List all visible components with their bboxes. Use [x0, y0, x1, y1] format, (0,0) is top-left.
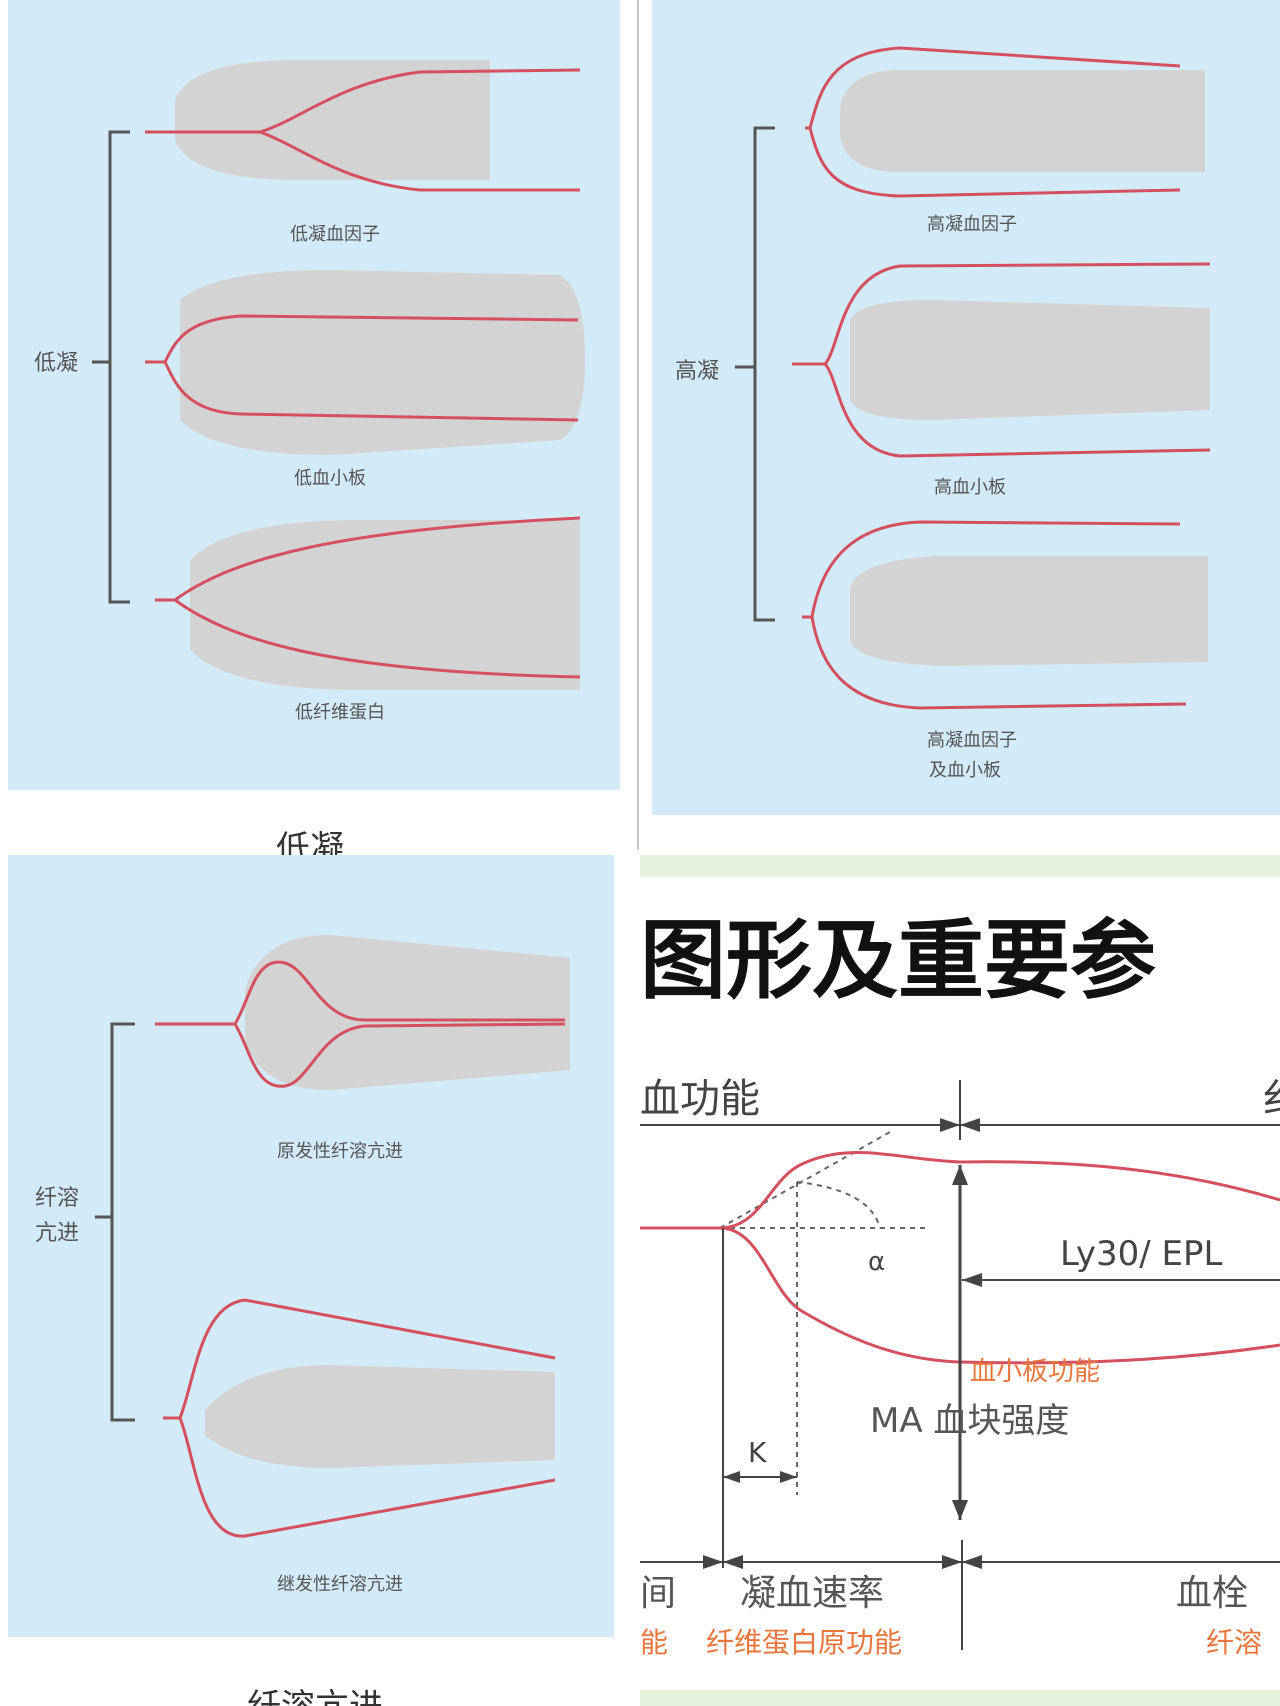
arrow-head: [780, 1471, 797, 1483]
panel-hyperfibrinolysis: 原发性纤溶亢进 继发性纤溶亢进 纤溶 亢进 纤溶亢进: [8, 855, 614, 1706]
curve-label-high-both-line1: 高凝血因子: [927, 730, 1017, 751]
arrow-head: [942, 1555, 962, 1569]
arrow-head: [723, 1555, 743, 1569]
panel-high-coagulation: 高凝血因子 高血小板 高凝血因子 及血小板 高凝: [652, 0, 1280, 815]
header-label-right: 纟: [1262, 1076, 1280, 1122]
curve-label-secondary: 继发性纤溶亢进: [277, 1574, 403, 1595]
group-bracket: [92, 130, 130, 604]
panel-reference-parameters: 图形及重要参 血功能 纟 Ly30/ EPL α 血小板功能 MA 血块强度: [640, 855, 1280, 1706]
ly30-label: Ly30/ EPL: [1060, 1234, 1222, 1274]
reference-title: 图形及重要参: [640, 911, 1156, 1011]
alpha-label: α: [868, 1247, 885, 1277]
teg-trace: [792, 262, 1211, 458]
group-label-low: 低凝: [34, 351, 78, 376]
teg-trace: [145, 68, 581, 192]
clot-shape: [180, 270, 585, 455]
arrow-head: [703, 1555, 723, 1569]
bottom-label-right: 血栓: [1176, 1573, 1248, 1614]
orange-label-right: 纤溶: [1206, 1626, 1262, 1659]
curve-label-low-fibrinogen: 低纤维蛋白: [295, 702, 385, 723]
clot-shape: [850, 300, 1210, 420]
clot-shape: [175, 60, 490, 180]
group-bracket: [735, 126, 775, 622]
clot-shape: [245, 935, 570, 1090]
curve-label-high-factor: 高凝血因子: [927, 214, 1017, 235]
header-label-left: 血功能: [640, 1076, 760, 1122]
ma-label: MA 血块强度: [870, 1401, 1069, 1441]
bottom-label-mid: 凝血速率: [740, 1573, 884, 1614]
clot-shape: [850, 556, 1208, 666]
arrow-head: [962, 1555, 982, 1569]
k-label: K: [748, 1436, 767, 1469]
group-label-fib-line2: 亢进: [35, 1221, 79, 1246]
reference-teg-trace: [640, 1151, 1280, 1365]
teg-trace: [802, 520, 1187, 710]
teg-trace: [163, 1298, 556, 1538]
curve-label-high-platelet: 高血小板: [934, 477, 1006, 498]
teg-trace: [805, 46, 1181, 198]
dashed-guides: [640, 1131, 925, 1495]
teg-trace: [155, 960, 566, 1088]
platelet-function-label: 血小板功能: [970, 1357, 1100, 1387]
group-bracket: [95, 1022, 135, 1422]
curve-label-high-both-line2: 及血小板: [929, 760, 1001, 781]
arrow-head: [952, 1165, 968, 1185]
curve-label-primary: 原发性纤溶亢进: [277, 1141, 403, 1162]
clot-shape: [205, 1365, 555, 1468]
panel-low-coagulation: 低凝血因子 低血小板 低纤维蛋白 低凝 低凝: [8, 0, 620, 869]
curve-label-low-platelet: 低血小板: [294, 468, 366, 489]
arrow-head: [962, 1273, 982, 1287]
curve-label-low-factor: 低凝血因子: [290, 224, 380, 245]
group-label-fib-line1: 纤溶: [35, 1186, 79, 1211]
orange-label-left: 能: [640, 1626, 668, 1659]
arrow-head: [952, 1500, 968, 1520]
clot-shape: [840, 70, 1205, 172]
orange-label-mid: 纤维蛋白原功能: [706, 1626, 902, 1659]
teg-trace: [155, 516, 581, 679]
group-label-high: 高凝: [675, 359, 719, 384]
panel-caption-fib: 纤溶亢进: [247, 1687, 383, 1706]
arrow-head: [960, 1118, 980, 1132]
bottom-band: [640, 1690, 1280, 1706]
arrow-head: [723, 1471, 740, 1483]
bottom-label-left: 间: [640, 1573, 676, 1614]
top-band: [640, 855, 1280, 877]
teg-trace: [145, 314, 579, 422]
arrow-head: [940, 1118, 960, 1132]
